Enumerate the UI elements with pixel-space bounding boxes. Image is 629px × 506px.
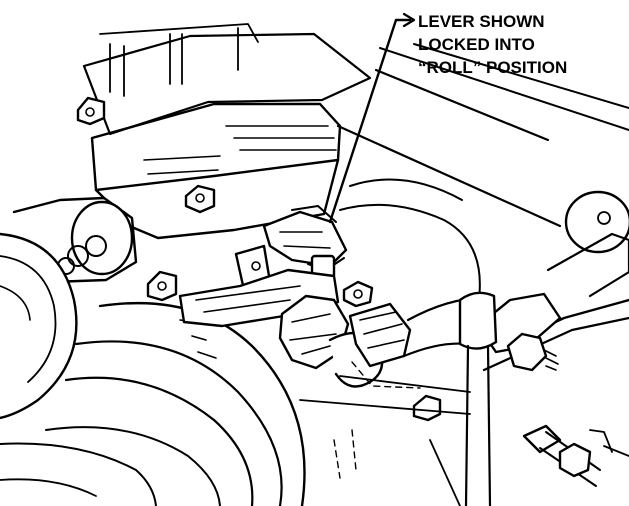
upper-rail — [379, 43, 629, 131]
floor-nut — [412, 394, 442, 422]
upper-right-tube — [336, 68, 562, 228]
arm-nut — [506, 332, 559, 372]
left-pulley — [0, 232, 78, 420]
right-cylinder-end — [564, 190, 629, 254]
lower-right-stud — [522, 424, 629, 487]
hose-clamp — [342, 280, 412, 368]
lower-frame-lines — [299, 375, 471, 506]
curved-duct — [339, 178, 481, 307]
vertical-post — [458, 291, 498, 506]
upper-frame-back — [99, 23, 259, 97]
callout-leader-line — [328, 18, 412, 224]
hidden-lines — [333, 361, 421, 479]
callout-line-2: LOCKED INTO — [418, 35, 535, 54]
callout-line-1: LEVER SHOWN — [418, 12, 545, 31]
top-bolt-right — [184, 184, 216, 214]
valve-housing-top — [90, 102, 342, 192]
bracket-bolt — [146, 270, 178, 302]
callout-line-3: “ROLL” POSITION — [418, 58, 568, 77]
callout-leader-arrow — [402, 12, 416, 28]
right-support-arm — [476, 232, 629, 372]
center-pulley — [0, 301, 306, 506]
valve-housing-grooves — [143, 125, 337, 175]
callout-label: LEVER SHOWN LOCKED INTO “ROLL” POSITION — [418, 10, 623, 79]
upper-frame-panel — [82, 32, 372, 136]
top-bolt-left — [76, 96, 106, 126]
